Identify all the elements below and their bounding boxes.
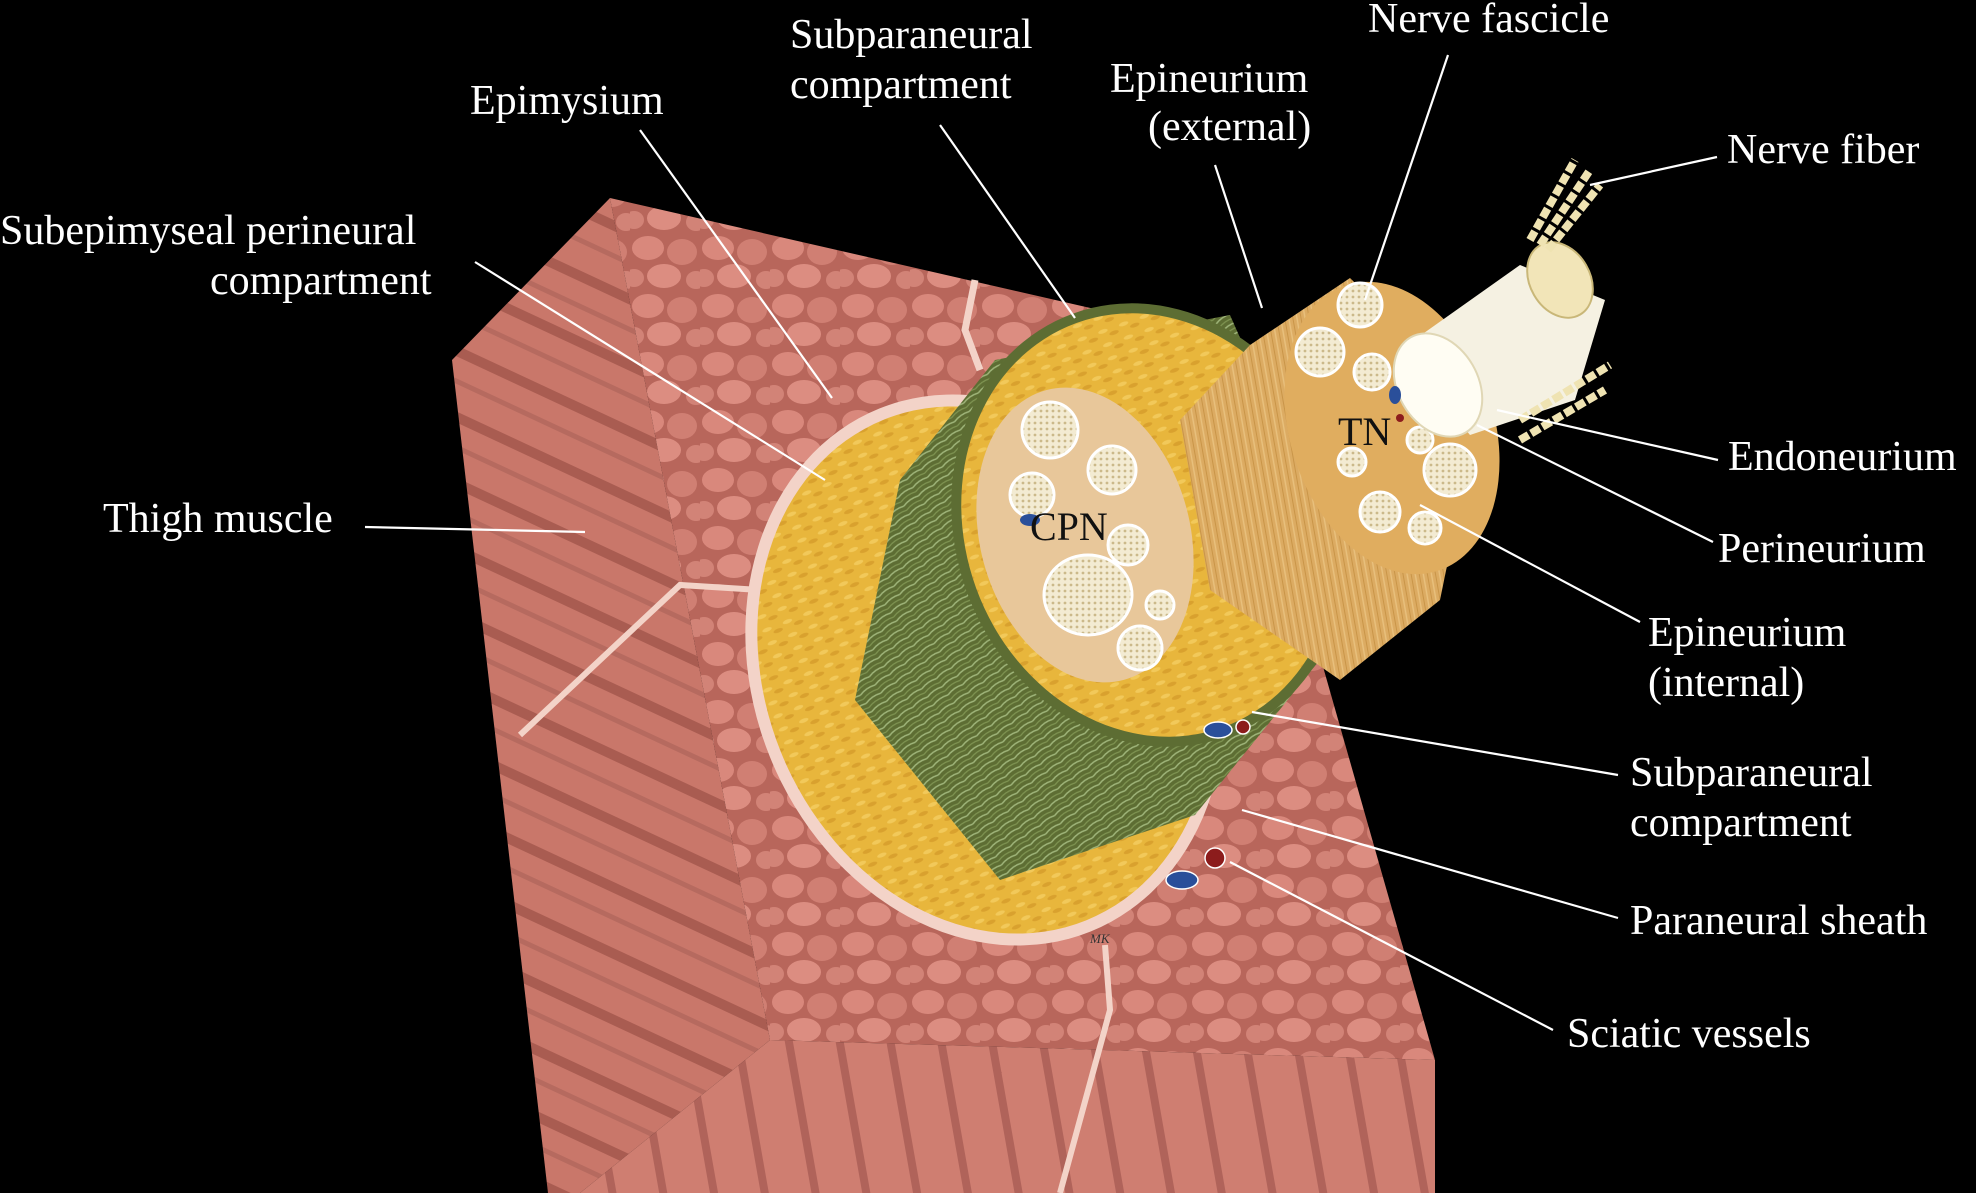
label-epimysium: Epimysium	[470, 78, 664, 124]
label-epineurium-internal-2: (internal)	[1648, 660, 1804, 706]
tn-fascicle	[1352, 352, 1392, 392]
label-subparaneural-top: Subparaneural	[790, 12, 1033, 58]
cpn-fascicle	[1042, 553, 1134, 637]
label-subepimyseal: Subepimyseal perineural	[0, 208, 416, 254]
label-epineurium-external-2: (external)	[1148, 104, 1311, 150]
label-nerve-fiber: Nerve fiber	[1727, 127, 1919, 173]
nerve-fibers	[1517, 158, 1613, 444]
cpn-epineurium	[976, 387, 1194, 683]
label-endoneurium: Endoneurium	[1728, 434, 1957, 480]
tn-fascicle	[1422, 442, 1478, 498]
tn-fascicle	[1336, 281, 1384, 329]
tn-label: TN	[1338, 409, 1391, 454]
label-subparaneural-right: Subparaneural	[1630, 750, 1873, 796]
vein-icon	[1020, 514, 1040, 526]
leader-nerve-fiber	[1589, 155, 1718, 187]
leader-nerve-fascicle	[1363, 54, 1450, 301]
leader-lines	[364, 54, 1719, 1031]
nerve-fiber	[1526, 158, 1604, 253]
cpn-fascicle	[1020, 400, 1080, 460]
leader-subparaneural-top	[939, 124, 1076, 319]
cpn-fascicle	[1144, 589, 1176, 621]
label-subparaneural-top-2: compartment	[790, 62, 1012, 108]
tn-fascicle	[1405, 425, 1435, 455]
label-thigh-muscle: Thigh muscle	[103, 496, 333, 542]
vein-icon	[1203, 721, 1233, 739]
labels: Subparaneural compartment Epimysium Epin…	[0, 0, 1957, 1057]
label-epineurium-internal: Epineurium	[1648, 610, 1847, 656]
leader-sciatic-vessels	[1229, 861, 1554, 1031]
cpn-fascicle	[1106, 523, 1150, 567]
epimysium-septum-top	[961, 279, 984, 372]
leader-epimysium	[639, 129, 833, 399]
label-subepimyseal-2: compartment	[210, 258, 432, 304]
leader-subepimyseal	[474, 261, 826, 481]
fiber-bundle-end	[1526, 241, 1594, 319]
label-nerve-fascicle: Nerve fascicle	[1368, 0, 1609, 42]
label-paraneural-sheath: Paraneural sheath	[1630, 898, 1927, 944]
artery-icon	[1204, 847, 1226, 869]
tn-fascicles	[1294, 281, 1478, 546]
nerve-fiber	[1517, 361, 1613, 444]
vein-icon	[1389, 386, 1401, 404]
label-epineurium-external: Epineurium	[1110, 56, 1309, 102]
artist-signature: MK	[1089, 931, 1111, 946]
cpn-fascicles	[1008, 400, 1176, 672]
leader-perineurium	[1476, 424, 1714, 543]
vessels	[1020, 386, 1404, 890]
leader-endoneurium	[1496, 408, 1719, 462]
label-sciatic-vessels: Sciatic vessels	[1567, 1011, 1811, 1057]
epimysium-septum-bottom	[1057, 944, 1114, 1193]
epimysium-septum-left	[517, 581, 761, 738]
cpn-label: CPN	[1030, 504, 1108, 549]
endoneurium-face	[1392, 332, 1484, 438]
label-subparaneural-right-2: compartment	[1630, 800, 1852, 846]
vein-icon	[1165, 870, 1199, 890]
leader-paraneural-sheath	[1241, 808, 1619, 920]
label-perineurium: Perineurium	[1718, 526, 1926, 572]
artery-icon	[1396, 414, 1404, 422]
tn-fascicle	[1336, 446, 1368, 478]
cpn-fascicle	[1086, 444, 1138, 496]
nerve-cross-section: TN CPN MK	[745, 158, 1613, 946]
artery-icon	[1235, 719, 1251, 735]
cpn-fascicle	[1116, 624, 1164, 672]
leader-epineurium-internal	[1419, 504, 1641, 623]
tn-fascicle	[1294, 326, 1346, 378]
muscle-front-face	[580, 1040, 1435, 1193]
leader-thigh-muscle	[364, 525, 586, 534]
muscle-left-face	[452, 198, 770, 1193]
leader-subparaneural-right	[1251, 710, 1619, 777]
leader-epineurium-external	[1213, 164, 1264, 309]
tn-fascicle	[1407, 510, 1443, 546]
tn-fascicle	[1358, 490, 1402, 534]
